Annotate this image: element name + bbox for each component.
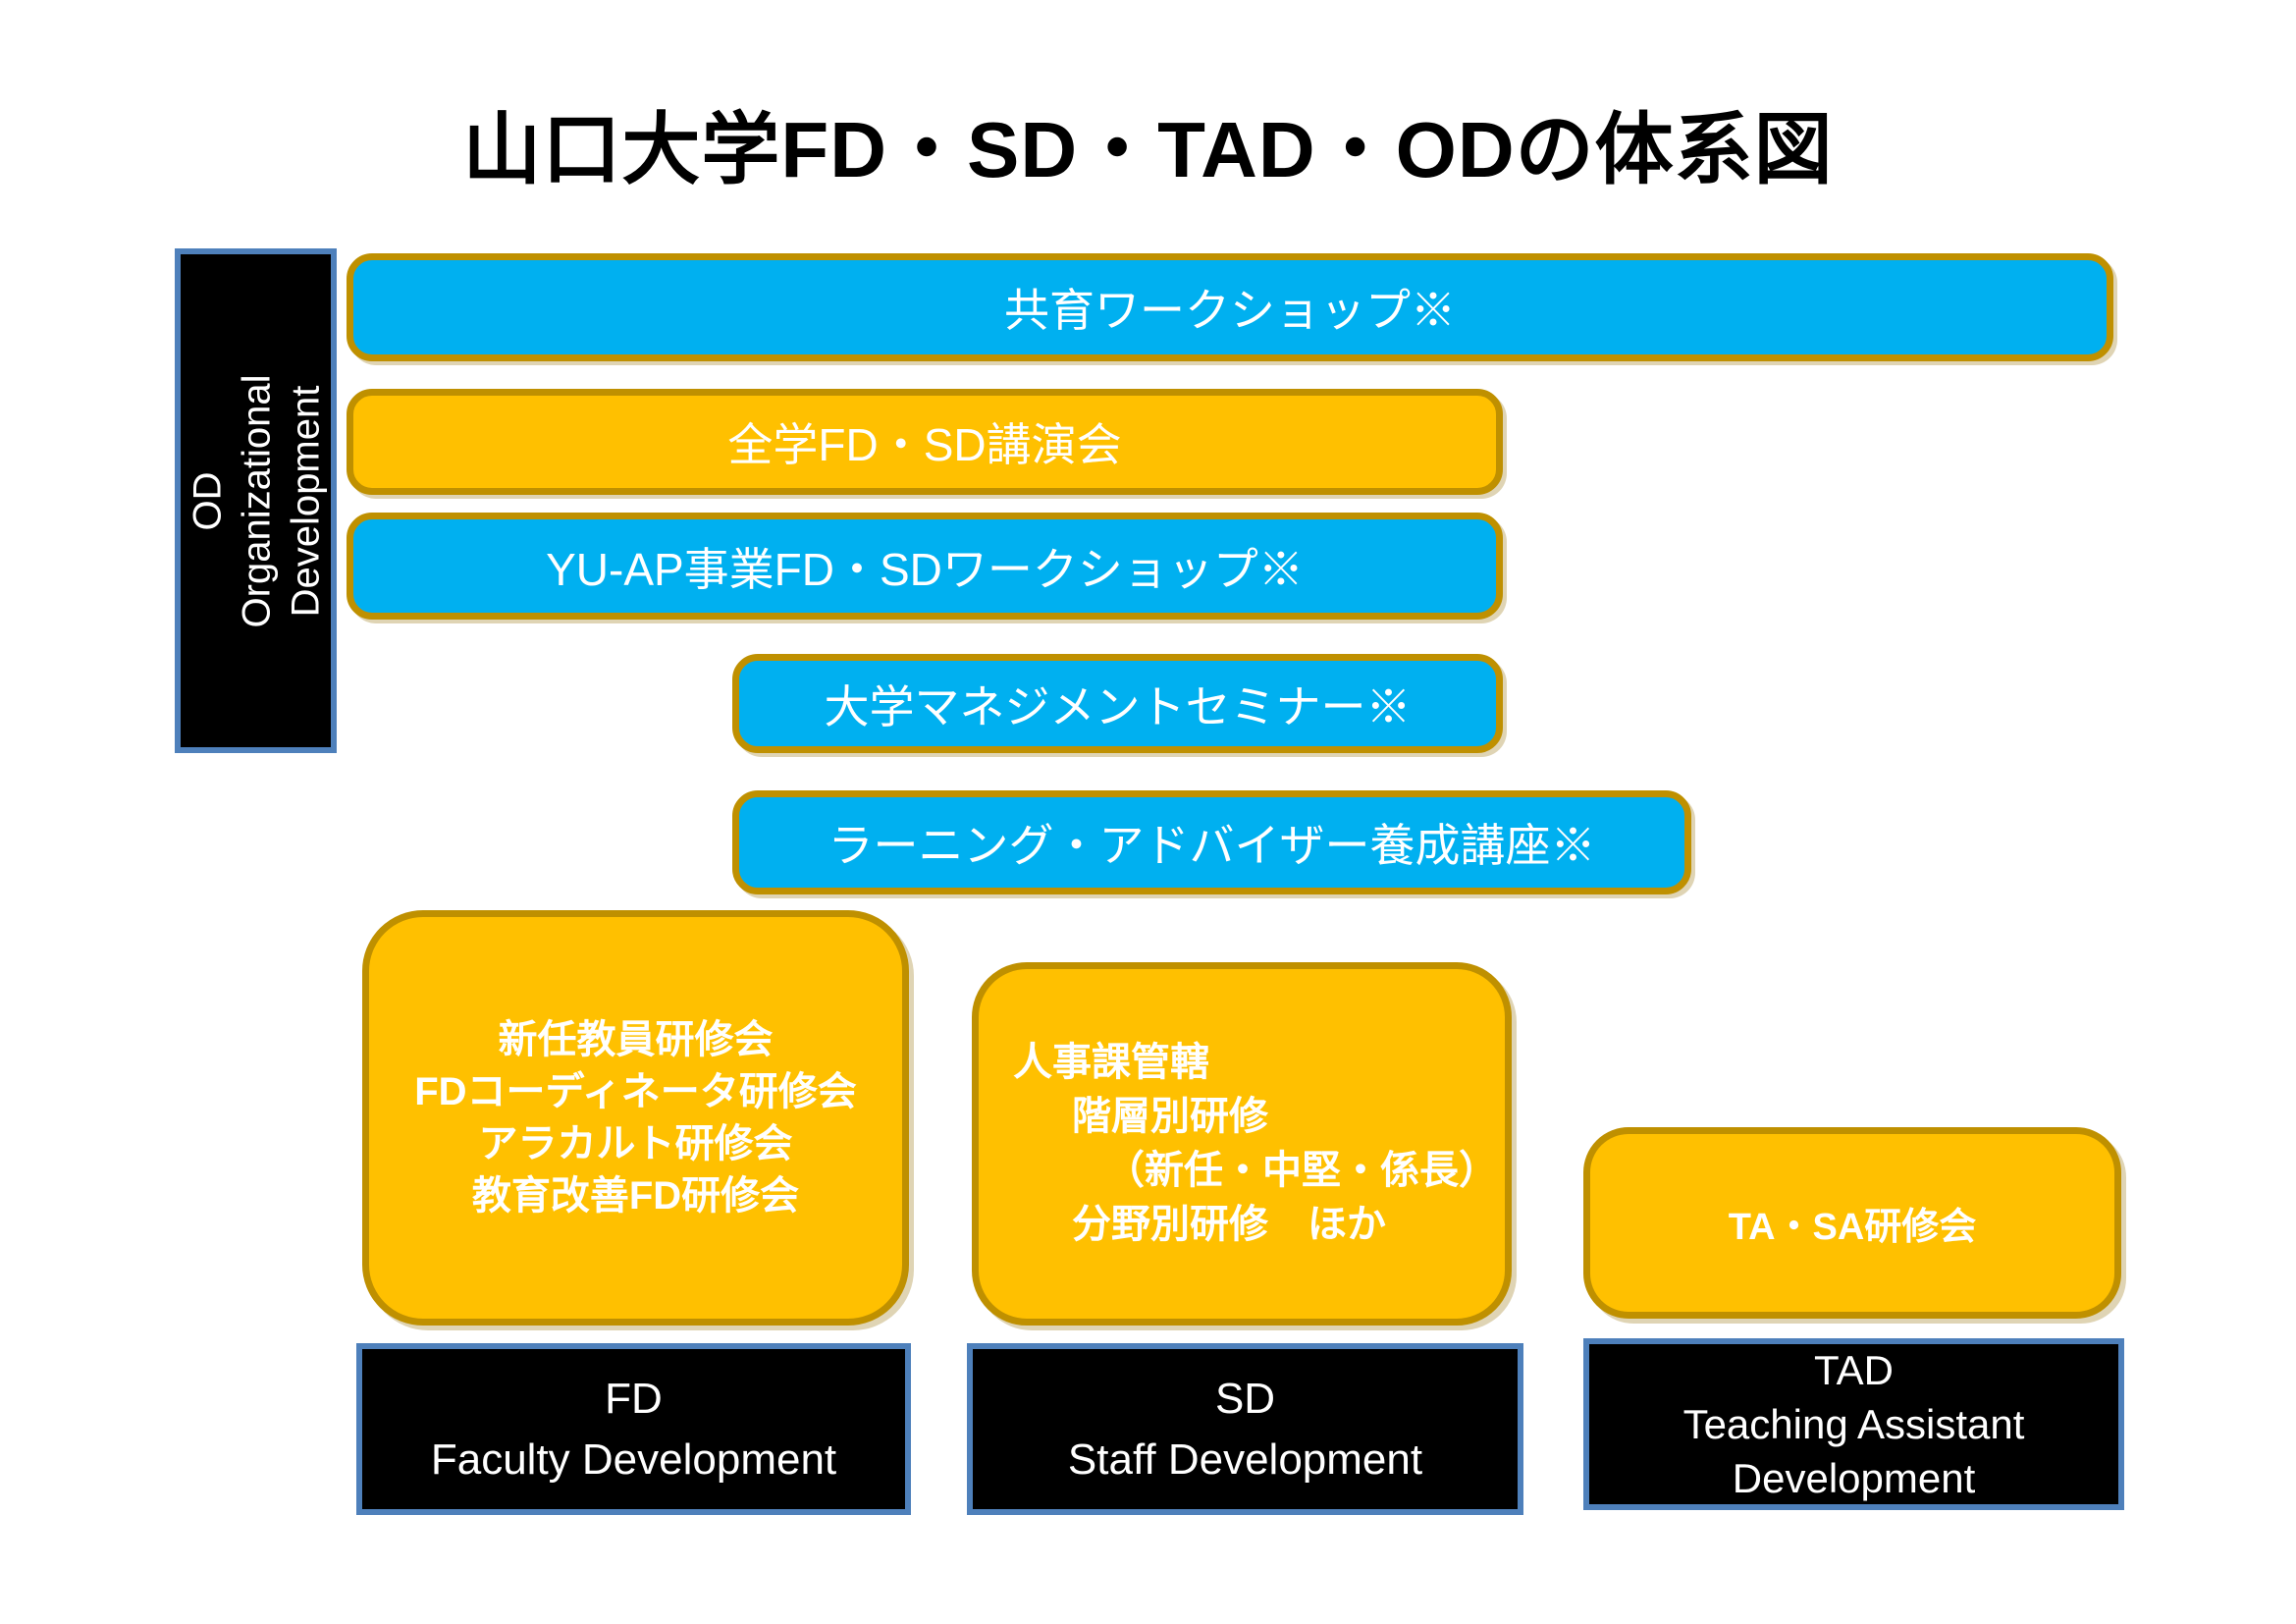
sd-full-name: Staff Development xyxy=(1067,1435,1423,1484)
bar-kyoiku-workshop-label: 共育ワークショップ※ xyxy=(1004,285,1456,336)
tad-abbrev: TAD xyxy=(1814,1347,1894,1393)
bar-kyoiku-workshop: 共育ワークショップ※ xyxy=(347,253,2113,361)
od-category-box: OD Organizational Development xyxy=(175,248,337,753)
bar-yu-ap-workshop: YU-AP事業FD・SDワークショップ※ xyxy=(347,513,1503,620)
tad-category-box: TAD Teaching Assistant Development xyxy=(1583,1338,2124,1510)
page-title: 山口大学FD・SD・TAD・ODの体系図 xyxy=(462,106,1834,193)
od-abbrev: OD xyxy=(185,471,229,530)
bar-management-seminar: 大学マネジメントセミナー※ xyxy=(732,654,1503,753)
bar-zengaku-fd-sd-lecture-label: 全学FD・SD講演会 xyxy=(727,419,1122,470)
fd-category-box: FD Faculty Development xyxy=(356,1343,911,1515)
od-category-label: OD Organizational Development xyxy=(181,254,331,747)
bar-yu-ap-workshop-label: YU-AP事業FD・SDワークショップ※ xyxy=(546,543,1304,595)
bar-management-seminar-label: 大学マネジメントセミナー※ xyxy=(824,680,1412,732)
fd-program-1: 新任教員研修会 xyxy=(498,1017,774,1061)
sd-program-4: 分野別研修 ほか xyxy=(1072,1203,1386,1246)
od-word-2: Development xyxy=(283,385,327,617)
fd-abbrev: FD xyxy=(605,1374,663,1423)
tad-program-1: TA・SA研修会 xyxy=(1728,1207,1977,1248)
bar-learning-adviser-course: ラーニング・アドバイザー養成講座※ xyxy=(732,790,1691,894)
bar-learning-adviser-course-label: ラーニング・アドバイザー養成講座※ xyxy=(828,820,1596,871)
od-word-1: Organizational xyxy=(234,374,278,627)
fd-program-2: FDコーディネータ研修会 xyxy=(414,1069,857,1113)
sd-abbrev: SD xyxy=(1214,1374,1276,1423)
fd-program-4: 教育改善FD研修会 xyxy=(471,1173,800,1218)
tad-full-name-1: Teaching Assistant xyxy=(1682,1401,2025,1447)
sd-program-2: 階層別研修 xyxy=(1072,1095,1268,1138)
fd-programs-box: 新任教員研修会 FDコーディネータ研修会 アラカルト研修会 教育改善FD研修会 xyxy=(362,910,909,1326)
bar-zengaku-fd-sd-lecture: 全学FD・SD講演会 xyxy=(347,389,1503,495)
fd-program-3: アラカルト研修会 xyxy=(478,1121,793,1165)
sd-program-3: （新任・中堅・係長） xyxy=(1105,1149,1498,1192)
fd-full-name: Faculty Development xyxy=(430,1435,837,1484)
tad-programs-box: TA・SA研修会 xyxy=(1583,1127,2121,1319)
sd-programs-box: 人事課管轄 階層別研修 （新任・中堅・係長） 分野別研修 ほか xyxy=(972,962,1512,1326)
tad-full-name-2: Development xyxy=(1732,1455,1976,1501)
sd-category-box: SD Staff Development xyxy=(967,1343,1523,1515)
sd-program-1: 人事課管轄 xyxy=(1013,1041,1209,1084)
